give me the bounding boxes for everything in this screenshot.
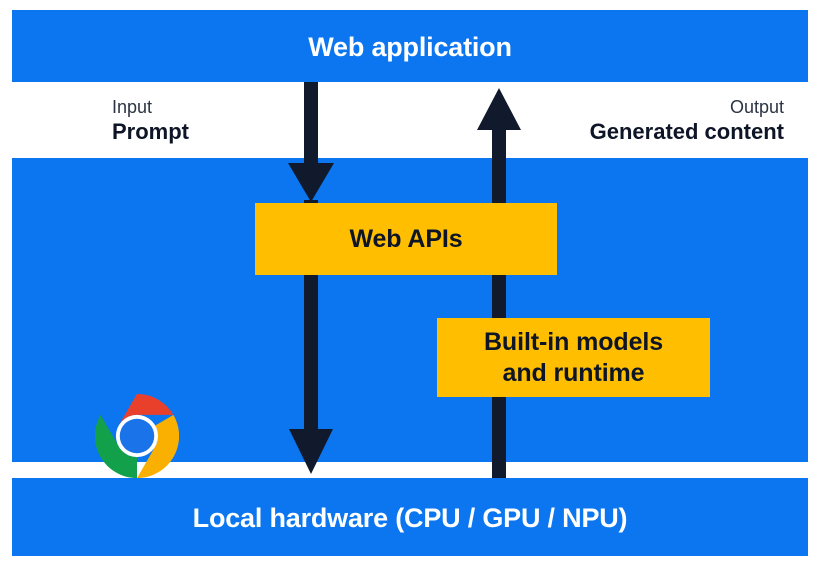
built-in-models-line2: and runtime [502,358,645,387]
input-kind-label: Input [112,97,153,117]
input-value-label: Prompt [112,119,189,145]
output-label-group: Output Generated content [590,97,784,145]
output-value-label: Generated content [589,119,784,145]
component-web-apis[interactable]: Web APIs [255,203,557,275]
built-in-models-line1: Built-in models [483,328,664,356]
input-label-group: Input Prompt [112,97,189,145]
layer-local-hardware: Local hardware (CPU / GPU / NPU) [12,478,808,556]
built-in-models-label: Built-in models and runtime [484,327,663,388]
layer-web-application: Web application [12,10,808,82]
component-built-in-models[interactable]: Built-in models and runtime [437,318,710,397]
output-kind-label: Output [729,97,784,117]
chrome-logo [94,393,180,479]
local-hardware-label: Local hardware (CPU / GPU / NPU) [192,503,628,533]
web-application-label: Web application [308,32,512,62]
web-apis-label: Web APIs [349,224,463,253]
